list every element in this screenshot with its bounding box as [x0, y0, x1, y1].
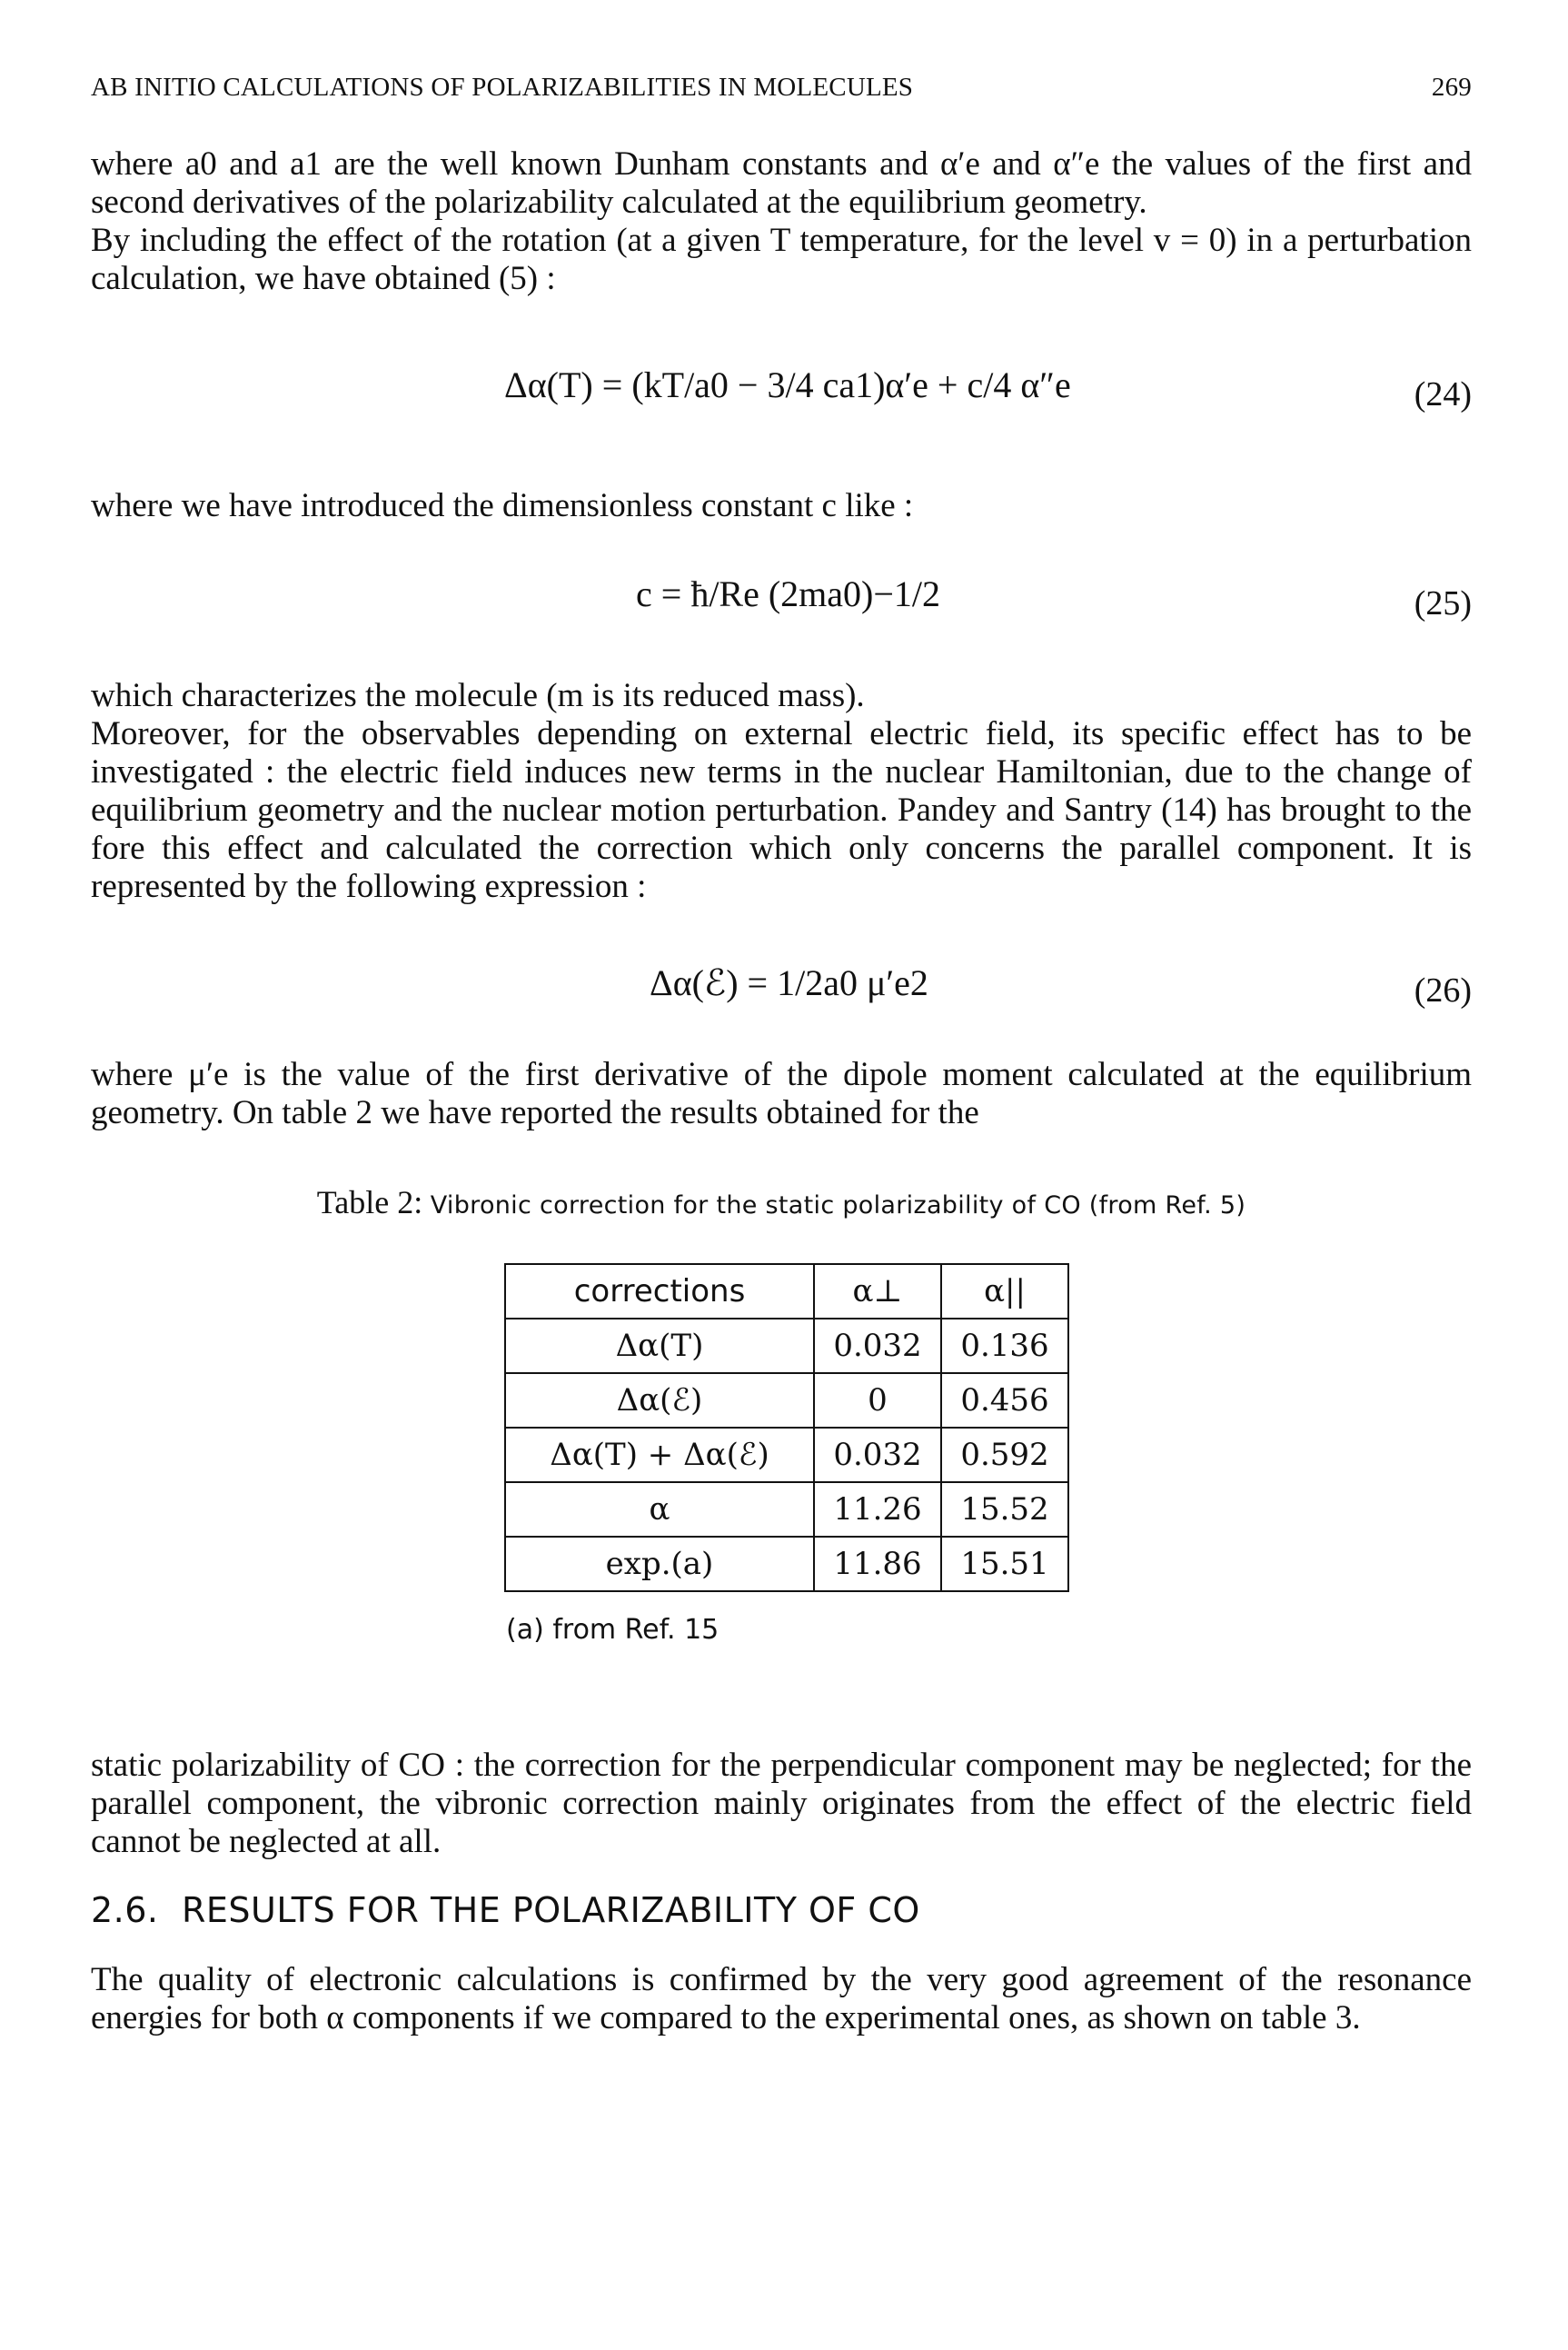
table-cell: Δα(ℰ): [504, 1372, 815, 1429]
paragraph-text: static polarizability of CO : the correc…: [91, 1747, 1472, 1860]
equation-number: (26): [1414, 971, 1472, 1010]
table-row: Δα(T) 0.032 0.136: [504, 1318, 1069, 1374]
column-header: α⊥: [813, 1263, 942, 1319]
table-cell: 15.51: [940, 1536, 1069, 1592]
table-cell: α: [504, 1481, 815, 1538]
equation-body: c = ħ/Re (2ma0)−1/2: [636, 573, 941, 614]
column-header: α||: [940, 1263, 1069, 1319]
section-number: 2.6.: [91, 1890, 159, 1930]
equation-body: Δα(T) = (kT/a0 − 3/4 ca1)α′e + c/4 α″e: [504, 364, 1071, 405]
running-title: AB INITIO CALCULATIONS OF POLARIZABILITI…: [91, 73, 914, 102]
paragraph-results: The quality of electronic calculations i…: [91, 1961, 1472, 2037]
paragraph-dipole: where μ′e is the value of the first deri…: [91, 1056, 1472, 1132]
caption-text: Vibronic correction for the static polar…: [430, 1191, 1246, 1220]
table-row: exp.(a) 11.86 15.51: [504, 1536, 1069, 1592]
equation-24: Δα(T) = (kT/a0 − 3/4 ca1)α′e + c/4 α″e (…: [91, 363, 1472, 463]
equation-25: c = ħ/Re (2ma0)−1/2 (25): [91, 554, 1472, 654]
table-cell: 0: [813, 1372, 942, 1429]
table-cell: Δα(T) + Δα(ℰ): [504, 1427, 815, 1483]
table-row: α 11.26 15.52: [504, 1481, 1069, 1538]
paragraph-text: where we have introduced the dimensionle…: [91, 487, 914, 524]
table-caption: Table 2: Vibronic correction for the sta…: [91, 1183, 1472, 1221]
section-title: RESULTS FOR THE POLARIZABILITY OF CO: [182, 1890, 920, 1930]
equation-number: (24): [1414, 375, 1472, 413]
table-footnote: (a) from Ref. 15: [506, 1614, 719, 1646]
vibronic-correction-table: corrections α⊥ α|| Δα(T) 0.032 0.136 Δα(…: [504, 1263, 1069, 1592]
paragraph-text: The quality of electronic calculations i…: [91, 1961, 1472, 2036]
table-row: Δα(ℰ) 0 0.456: [504, 1372, 1069, 1429]
table-cell: 15.52: [940, 1481, 1069, 1538]
table-cell: 11.86: [813, 1536, 942, 1592]
section-heading: 2.6. RESULTS FOR THE POLARIZABILITY OF CO: [91, 1890, 920, 1930]
table-cell: exp.(a): [504, 1536, 815, 1592]
paragraph-text: where μ′e is the value of the first deri…: [91, 1056, 1472, 1131]
table-cell: 11.26: [813, 1481, 942, 1538]
table-header-row: corrections α⊥ α||: [504, 1263, 1069, 1319]
caption-label: Table 2:: [316, 1184, 423, 1220]
paragraph-text: Moreover, for the observables depending …: [91, 715, 1472, 905]
paragraph-dimensionless: where we have introduced the dimensionle…: [91, 487, 1472, 525]
table-cell: Δα(T): [504, 1318, 815, 1374]
equation-number: (25): [1414, 584, 1472, 622]
table-row: Δα(T) + Δα(ℰ) 0.032 0.592: [504, 1427, 1069, 1483]
paragraph-dunham: where a0 and a1 are the well known Dunha…: [91, 145, 1472, 298]
paragraph-electric-field: which characterizes the molecule (m is i…: [91, 677, 1472, 906]
table-cell: 0.032: [813, 1427, 942, 1483]
page-number: 269: [1431, 73, 1472, 102]
paragraph-static-polarizability: static polarizability of CO : the correc…: [91, 1747, 1472, 1861]
equation-body: Δα(ℰ) = 1/2a0 μ′e2: [650, 962, 928, 1003]
table-cell: 0.592: [940, 1427, 1069, 1483]
paragraph-text: which characterizes the molecule (m is i…: [91, 677, 865, 714]
table-cell: 0.456: [940, 1372, 1069, 1429]
table-cell: 0.032: [813, 1318, 942, 1374]
equation-26: Δα(ℰ) = 1/2a0 μ′e2 (26): [91, 945, 1472, 1045]
column-header: corrections: [504, 1263, 815, 1319]
paragraph-text: where a0 and a1 are the well known Dunha…: [91, 145, 1472, 221]
table-cell: 0.136: [940, 1318, 1069, 1374]
paragraph-text: By including the effect of the rotation …: [91, 222, 1472, 297]
